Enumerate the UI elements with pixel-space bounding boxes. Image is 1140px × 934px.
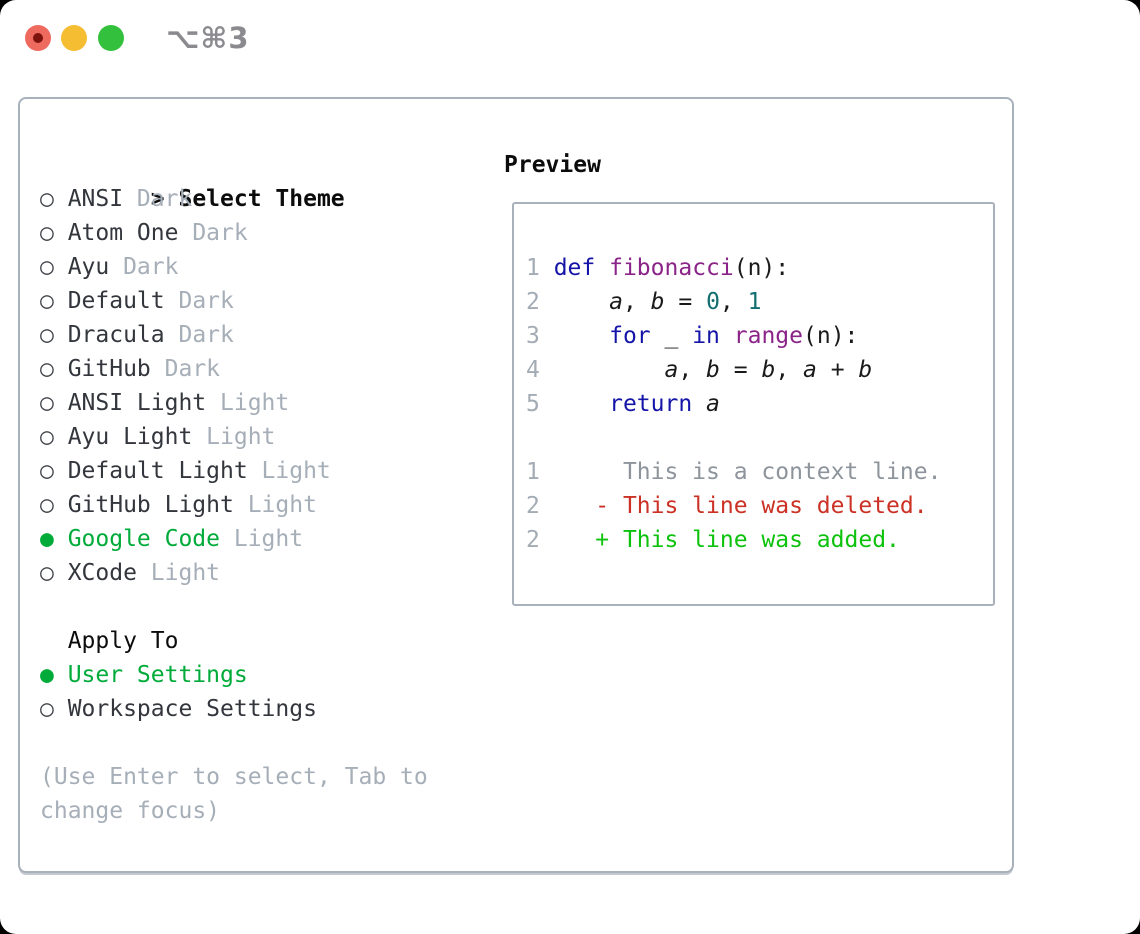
select-theme-title: Select Theme: [178, 186, 345, 212]
apply-option-user-settings[interactable]: ● User Settings: [40, 658, 500, 692]
theme-option-default[interactable]: ○ Default Dark: [40, 284, 500, 318]
code-line: 5 return a: [526, 391, 720, 417]
theme-name: Atom One: [67, 220, 179, 246]
radio-unselected-icon: ○: [40, 458, 54, 484]
code-line: 2 - This line was deleted.: [526, 493, 928, 519]
window-title: ⌥⌘3: [166, 21, 250, 55]
theme-option-google-code[interactable]: ● Google Code Light: [40, 522, 500, 556]
theme-option-ansi[interactable]: ○ ANSI Dark: [40, 182, 500, 216]
code-line: 3 for _ in range(n):: [526, 323, 859, 349]
theme-name: Google Code: [67, 526, 221, 552]
theme-name: XCode: [67, 560, 137, 586]
code-blank-line: [526, 421, 987, 455]
minimize-button[interactable]: [61, 25, 87, 51]
hint-text: (Use Enter to select, Tab to change focu…: [40, 760, 500, 828]
theme-variant: Dark: [136, 186, 193, 212]
code-line: 1 def fibonacci(n):: [526, 255, 790, 281]
code-line: 1 This is a context line.: [526, 459, 942, 485]
hint-line-1: (Use Enter to select, Tab to: [40, 764, 428, 790]
apply-to-list: ● User Settings ○ Workspace Settings: [40, 658, 500, 726]
theme-variant: Light: [150, 560, 221, 586]
theme-name: Ayu: [67, 254, 110, 280]
theme-name: GitHub Light: [67, 492, 234, 518]
radio-unselected-icon: ○: [40, 696, 54, 722]
apply-option-label: User Settings: [67, 662, 248, 688]
theme-option-default-light[interactable]: ○ Default Light Light: [40, 454, 500, 488]
theme-variant: Light: [247, 492, 317, 518]
code-line: 4 a, b = b, a + b: [526, 357, 873, 383]
theme-name: Dracula: [67, 322, 165, 348]
apply-option-workspace-settings[interactable]: ○ Workspace Settings: [40, 692, 500, 726]
radio-unselected-icon: ○: [40, 492, 54, 518]
theme-variant: Dark: [123, 254, 179, 280]
preview-title: Preview: [504, 152, 601, 178]
radio-unselected-icon: ○: [40, 560, 54, 586]
maximize-button[interactable]: [98, 25, 124, 51]
preview-pane: 1 def fibonacci(n): 2 a, b = 0, 1 3 for _ …: [512, 202, 995, 606]
theme-option-atom-one[interactable]: ○ Atom One Dark: [40, 216, 500, 250]
theme-option-ayu[interactable]: ○ Ayu Dark: [40, 250, 500, 284]
theme-variant: Dark: [178, 322, 234, 348]
theme-option-github[interactable]: ○ GitHub Dark: [40, 352, 500, 386]
prompt-icon: >: [150, 186, 165, 212]
radio-unselected-icon: ○: [40, 356, 54, 382]
close-button[interactable]: [25, 25, 51, 51]
theme-name: Ayu Light: [67, 424, 193, 450]
theme-option-dracula[interactable]: ○ Dracula Dark: [40, 318, 500, 352]
radio-unselected-icon: ○: [40, 390, 54, 416]
spacer: [40, 590, 500, 624]
theme-variant: Light: [261, 458, 331, 484]
apply-option-label: Workspace Settings: [67, 696, 317, 722]
theme-name: ANSI Light: [67, 390, 207, 416]
hint-line-2: change focus): [40, 798, 221, 824]
radio-unselected-icon: ○: [40, 254, 54, 280]
theme-option-ayu-light[interactable]: ○ Ayu Light Light: [40, 420, 500, 454]
radio-unselected-icon: ○: [40, 220, 54, 246]
code-line: 2 + This line was added.: [526, 527, 900, 553]
theme-option-xcode[interactable]: ○ XCode Light: [40, 556, 500, 590]
radio-unselected-icon: ○: [40, 186, 54, 212]
spacer: [40, 726, 500, 760]
radio-selected-icon: ●: [40, 526, 54, 552]
theme-name: GitHub: [67, 356, 151, 382]
theme-option-ansi-light[interactable]: ○ ANSI Light Light: [40, 386, 500, 420]
theme-variant: Dark: [164, 356, 221, 382]
theme-variant: Dark: [192, 220, 248, 246]
record-dot-icon: [33, 33, 43, 43]
apply-to-header: Apply To: [67, 628, 179, 654]
radio-unselected-icon: ○: [40, 288, 54, 314]
radio-selected-icon: ●: [40, 662, 54, 688]
titlebar: ⌥⌘3: [0, 0, 1140, 76]
theme-name: Default: [67, 288, 165, 314]
theme-variant: Light: [233, 526, 304, 552]
theme-option-github-light[interactable]: ○ GitHub Light Light: [40, 488, 500, 522]
theme-variant: Dark: [178, 288, 234, 314]
code-line: 2 a, b = 0, 1: [526, 289, 762, 315]
theme-variant: Light: [220, 390, 290, 416]
radio-unselected-icon: ○: [40, 424, 54, 450]
theme-name: Default Light: [67, 458, 248, 484]
theme-variant: Light: [206, 424, 276, 450]
theme-name: ANSI: [67, 186, 124, 212]
select-theme-header: > Select Theme: [40, 148, 500, 212]
radio-unselected-icon: ○: [40, 322, 54, 348]
